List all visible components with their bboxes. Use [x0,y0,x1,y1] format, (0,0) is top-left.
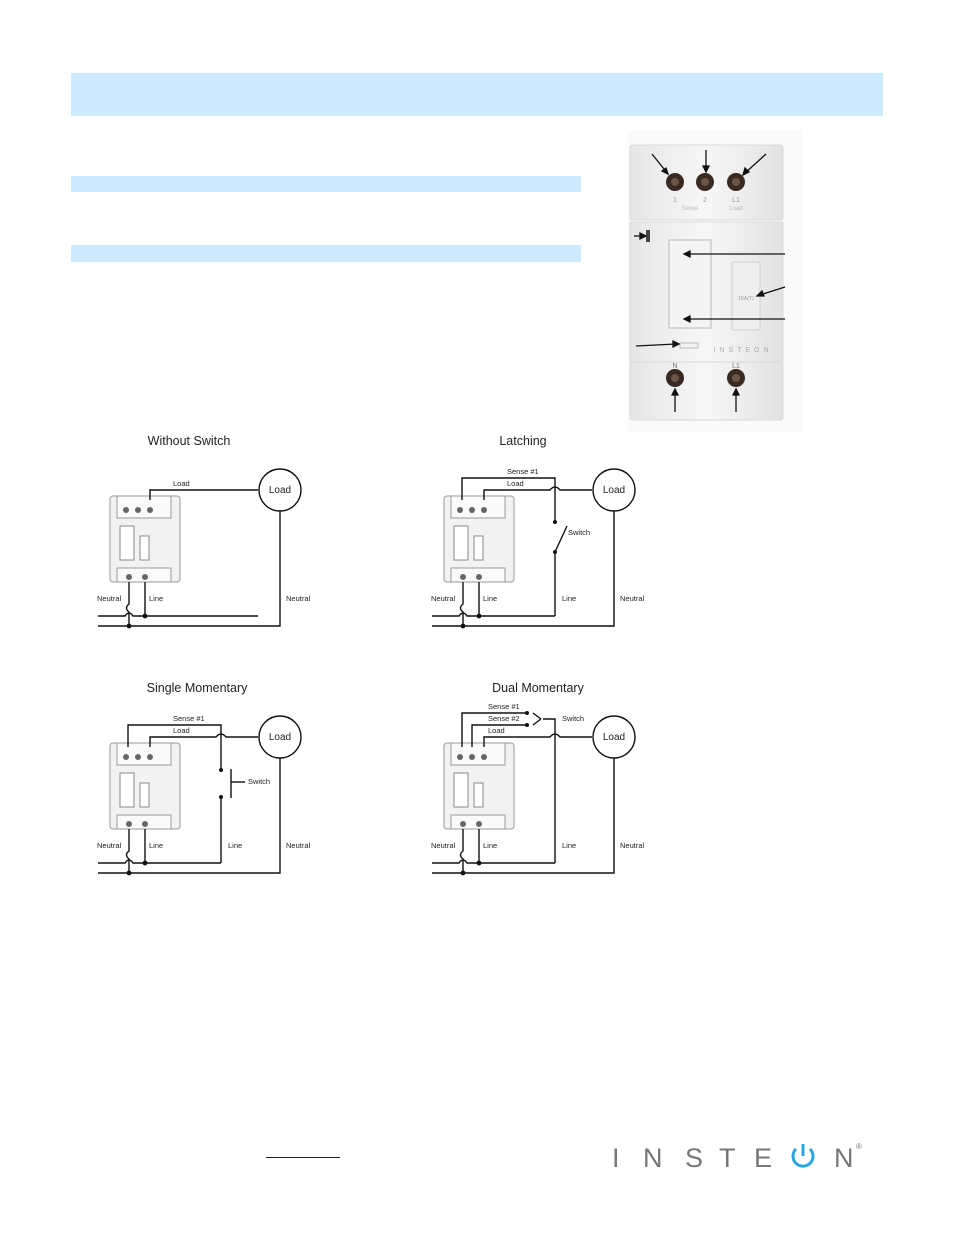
diagram-title: Dual Momentary [492,681,584,695]
label-load-wire: Load [173,726,190,735]
diagram-dual-momentary: Dual Momentary Load Sense #1 Sense [424,677,684,907]
logo-letter-n2: N [834,1143,854,1172]
terminal-sublabel-load: Load [729,206,742,212]
label-sense1: Sense #1 [173,714,205,723]
label-switch: Switch [568,528,590,537]
load-circle [258,468,302,512]
label-line-left: Line [149,594,163,603]
logo-letter-n: N [643,1143,663,1172]
led-indicator [646,230,650,242]
wiring [98,724,281,874]
label-sense2: Sense #2 [488,714,520,723]
section-band-1 [71,176,581,192]
module-drawing [443,742,515,830]
device-photo: 1 2 L1 Sense Load 16A(T) INSTEON N L1 [628,130,803,432]
insteon-logo: I N S T E N ® [612,1140,862,1173]
brand-strip: INSTEON [713,347,772,354]
wiring [432,712,615,874]
label-neutral-left: Neutral [431,841,456,850]
load-label: Load [269,485,291,496]
logo-letter-i: I [612,1143,620,1172]
diagram-without-switch: Without Switch Load Load Neutral Line Ne… [90,430,350,660]
section-band-2 [71,245,581,262]
module-drawing [109,742,181,830]
registered-mark: ® [856,1142,862,1151]
diagram-title: Latching [499,434,546,448]
module-drawing [443,495,515,583]
logo-letter-s: S [685,1143,703,1172]
logo-letter-e: E [754,1143,772,1172]
callout-arrows [634,150,786,412]
terminal-sublabel-sense: Sense [681,206,699,212]
label-load-wire: Load [173,479,190,488]
load-circle [592,715,636,759]
label-line-left: Line [483,594,497,603]
label-line-left: Line [483,841,497,850]
module-drawing [109,495,181,583]
load-label: Load [603,485,625,496]
logo-letter-t: T [719,1143,736,1172]
label-load-wire: Load [507,479,524,488]
device-bottom-block [629,361,784,421]
terminal-label-n: N [672,363,677,370]
label-neutral-right: Neutral [286,841,311,850]
wiring [98,489,281,627]
diagram-title: Single Momentary [147,681,248,695]
label-line-mid: Line [228,841,242,850]
load-circle [592,468,636,512]
label-neutral-right: Neutral [286,594,311,603]
terminal-label-l1: L1 [732,197,740,204]
set-button [679,342,699,349]
label-load-wire: Load [488,726,505,735]
label-neutral-right: Neutral [620,594,645,603]
terminal-label-1: 1 [673,197,677,204]
label-sense1: Sense #1 [488,702,520,711]
bottom-terminals [666,369,745,387]
load-circle [258,715,302,759]
diagram-latching: Latching Load Sense #1 Load Switch [424,430,684,660]
wiring [432,477,615,627]
load-label: Load [269,732,291,743]
label-neutral-right: Neutral [620,841,645,850]
label-line-mid: Line [562,594,576,603]
top-terminals [666,173,745,191]
label-switch: Switch [562,714,584,723]
header-band [71,73,883,116]
label-neutral-left: Neutral [97,841,122,850]
label-line-left: Line [149,841,163,850]
label-line-mid: Line [562,841,576,850]
fuse-rating: 16A(T) [738,296,754,302]
diagram-title: Without Switch [148,434,231,448]
diagram-single-momentary: Single Momentary Load Sense #1 Load S [90,677,350,907]
footer-rule [266,1157,340,1158]
terminal-label-l1-bottom: L1 [732,363,740,370]
power-icon [791,1144,815,1168]
label-neutral-left: Neutral [97,594,122,603]
label-sense1: Sense #1 [507,467,539,476]
terminal-label-2: 2 [703,197,707,204]
load-label: Load [603,732,625,743]
label-switch: Switch [248,777,270,786]
label-neutral-left: Neutral [431,594,456,603]
